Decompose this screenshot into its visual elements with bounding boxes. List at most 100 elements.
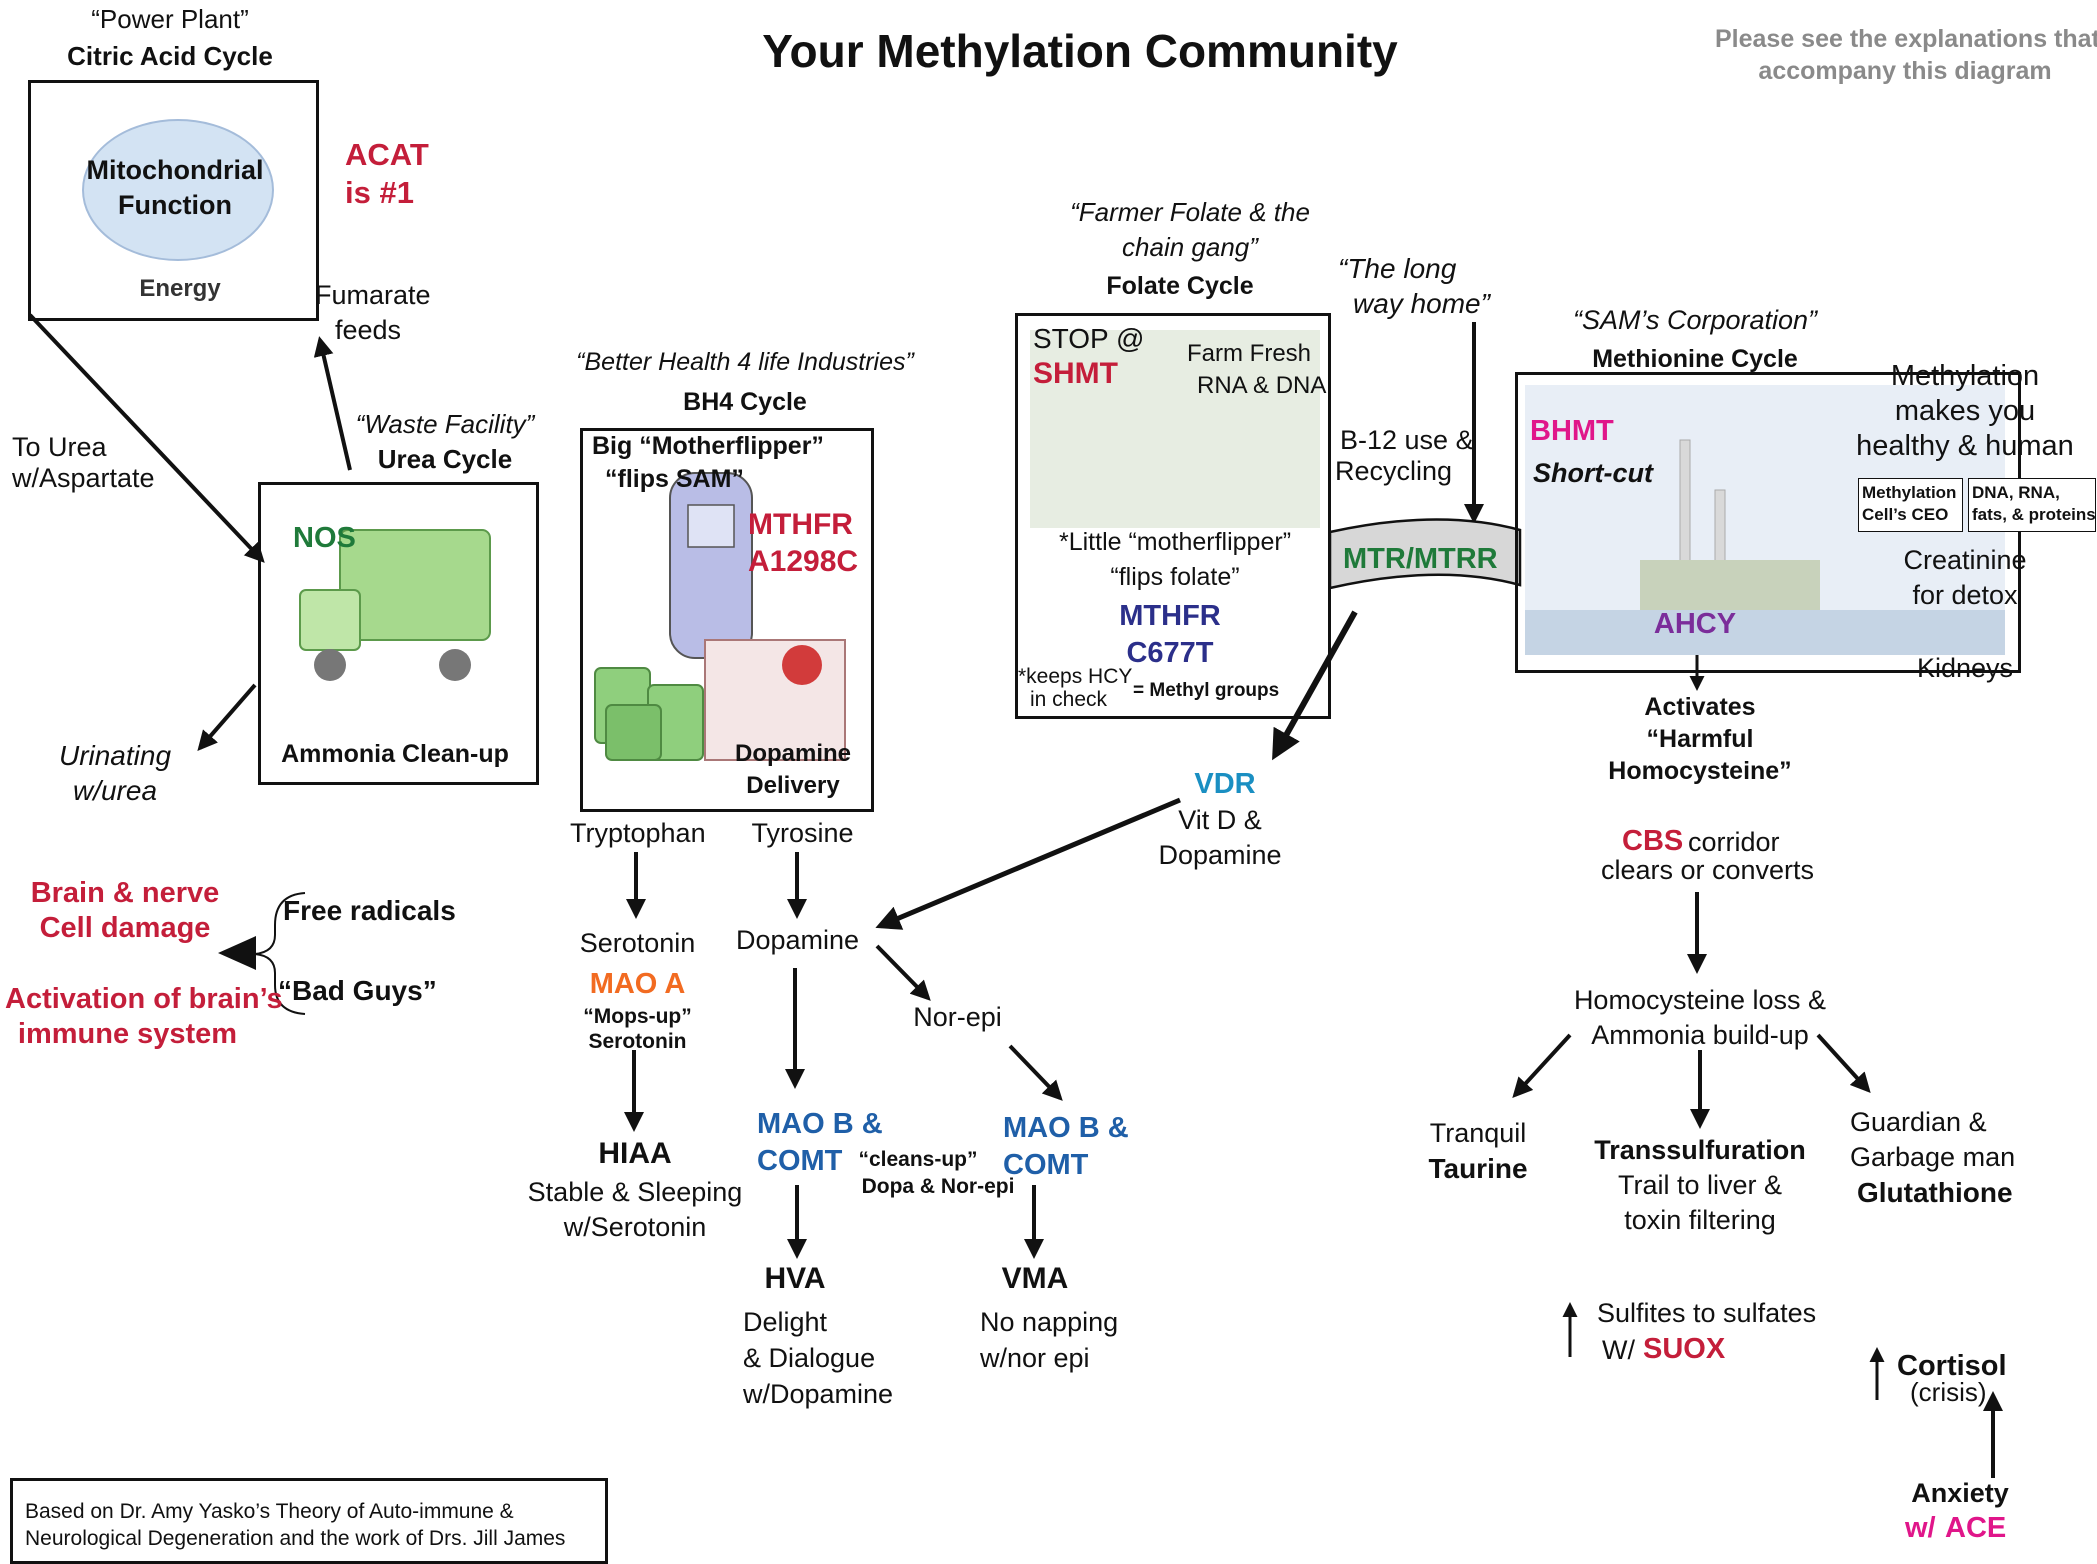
arrow-dopamine-norepi [875, 944, 931, 1001]
citric-quote: “Power Plant” [91, 4, 249, 34]
hcy-loss-line2: Ammonia build-up [1591, 1020, 1809, 1050]
mthfr-a1298c-line1: MTHFR [748, 508, 853, 541]
folate-quote-line2: chain gang” [1122, 232, 1258, 262]
methylation-line3: healthy & human [1856, 430, 2074, 462]
folate-box [1015, 313, 1331, 719]
sam-name: Methionine Cycle [1592, 345, 1798, 373]
bh4-name: BH4 Cycle [683, 388, 807, 416]
urea-name: Urea Cycle [377, 444, 513, 474]
hva-line2: & Dialogue [743, 1343, 876, 1373]
hiaa-line2: w/Serotonin [563, 1212, 707, 1242]
urinating-line2: w/urea [72, 775, 158, 806]
arrow-loss-glutathione [1816, 1033, 1871, 1093]
hospital-icon [704, 639, 846, 761]
b12-line2: Recycling [1335, 456, 1453, 486]
vma-label: VMA [1001, 1262, 1069, 1295]
footer-line2: Neurological Degeneration and the work o… [25, 1527, 566, 1550]
cbs-label: CBS [1622, 825, 1684, 857]
keeps-hcy-line1: *keeps HCY [1018, 665, 1133, 688]
brain-activation-line1: Activation of brain’s [5, 983, 283, 1015]
creatinine-line1: Creatinine [1903, 545, 2027, 575]
creatinine-line2: for detox [1912, 580, 2018, 610]
urea-box [258, 482, 539, 785]
arrow-urea-to-fumarate [313, 336, 352, 471]
arrow-norepi-maob [1008, 1044, 1063, 1101]
arrow-urea-to-urinating [197, 683, 257, 752]
brain-damage-line1: Brain & nerve [30, 877, 220, 909]
methylation-line2: makes you [1894, 395, 2036, 427]
norepi-label: Nor-epi [913, 1002, 1002, 1032]
maob-comt-2-line1: MAO B & [1003, 1112, 1129, 1144]
to-urea-line1: To Urea [12, 432, 107, 462]
little-mf-line2: “flips folate” [1110, 563, 1240, 591]
trail-line1: Trail to liver & [1617, 1170, 1783, 1200]
anxiety-label: Anxiety [1911, 1478, 2009, 1508]
methylation-line1: Methylation [1890, 360, 2040, 392]
ceo-line2: Cell’s CEO [1862, 505, 1949, 524]
ace-label: ACE [1945, 1512, 2007, 1544]
hcy-loss-line1: Homocysteine loss & [1573, 985, 1827, 1015]
page-title: Your Methylation Community [762, 25, 1398, 77]
dopamine-label: Dopamine [735, 925, 860, 955]
bh4-big-line2: “flips SAM” [605, 465, 744, 493]
tyrosine-label: Tyrosine [751, 818, 854, 848]
to-urea-line2: w/Aspartate [12, 463, 155, 493]
mthfr-a1298c-line2: A1298C [748, 545, 859, 578]
activates-line1: Activates [1644, 693, 1756, 721]
guardian-line2: Garbage man [1850, 1142, 2016, 1172]
stop-label: STOP @ [1033, 323, 1145, 354]
bad-guys-label: “Bad Guys” [278, 975, 437, 1006]
ahcy-label: AHCY [1653, 608, 1737, 640]
short-cut-label: Short-cut [1533, 458, 1653, 488]
vma-line1: No napping [980, 1307, 1119, 1337]
farm-field-picture [1030, 330, 1320, 528]
cbs-corridor: corridor [1688, 827, 1780, 857]
fumarate-line1: Fumarate [315, 280, 431, 310]
hva-line3: w/Dopamine [743, 1379, 894, 1409]
arrow-loss-taurine [1512, 1033, 1572, 1098]
acat-line1: ACAT [345, 137, 429, 172]
header-note-line2: accompany this diagram [1758, 57, 2052, 85]
dopamine-delivery-line1: Dopamine [734, 740, 851, 767]
maob-comt-1-line1: MAO B & [757, 1108, 883, 1140]
farm-fresh-line1: Farm Fresh [1187, 340, 1312, 367]
dna-line2: fats, & proteins [1972, 505, 2096, 524]
maob-comt-1-line2: COMT [757, 1145, 843, 1177]
sulfites-line1: Sulfites to sulfates [1597, 1298, 1817, 1328]
free-radicals-label: Free radicals [283, 895, 456, 926]
mthfr-c677t-line1: MTHFR [1119, 600, 1221, 632]
serotonin-label: Serotonin [579, 928, 696, 958]
dopamine-delivery-line2: Delivery [746, 772, 840, 799]
hospital-cross-icon [782, 645, 822, 685]
mao-a-label: MAO A [589, 968, 686, 1000]
hva-label: HVA [764, 1262, 826, 1295]
arrow-mtr-vdr [1272, 610, 1358, 761]
suox-label: SUOX [1643, 1333, 1726, 1365]
taurine-label: Taurine [1428, 1153, 1528, 1184]
folate-quote-line1: “Farmer Folate & the [1070, 197, 1310, 227]
bh4-box [580, 428, 874, 812]
hiaa-label: HIAA [598, 1137, 672, 1170]
cortisol-label: Cortisol [1897, 1350, 2007, 1382]
nos-label: NOS [293, 522, 356, 554]
maob-comt-2-line2: COMT [1003, 1149, 1089, 1181]
long-way-line1: “The long [1338, 253, 1457, 284]
urea-footer: Ammonia Clean-up [281, 740, 509, 768]
bh4-big-line1: Big “Motherflipper” [592, 432, 824, 460]
vma-line2: w/nor epi [980, 1343, 1090, 1373]
long-way-line2: way home” [1353, 288, 1490, 319]
b12-line1: B-12 use & [1340, 425, 1474, 455]
cleans-up-line1: “cleans-up” [858, 1148, 978, 1171]
mops-up-line2: Serotonin [588, 1030, 687, 1053]
crisis-label: (crisis) [1910, 1377, 1987, 1407]
mito-line1: Mitochondrial [86, 155, 264, 185]
mtr-mtrr-label: MTR/MTRR [1343, 543, 1498, 575]
urea-quote: “Waste Facility” [355, 409, 535, 439]
sulfites-w: W/ [1602, 1335, 1635, 1365]
mops-up-line1: “Mops-up” [583, 1005, 692, 1028]
footer-line1: Based on Dr. Amy Yasko’s Theory of Auto-… [25, 1500, 514, 1523]
sam-quote: “SAM’s Corporation” [1572, 305, 1818, 335]
trail-line2: toxin filtering [1624, 1205, 1776, 1235]
hva-line1: Delight [743, 1307, 828, 1337]
activates-line3: Homocysteine” [1608, 757, 1792, 785]
